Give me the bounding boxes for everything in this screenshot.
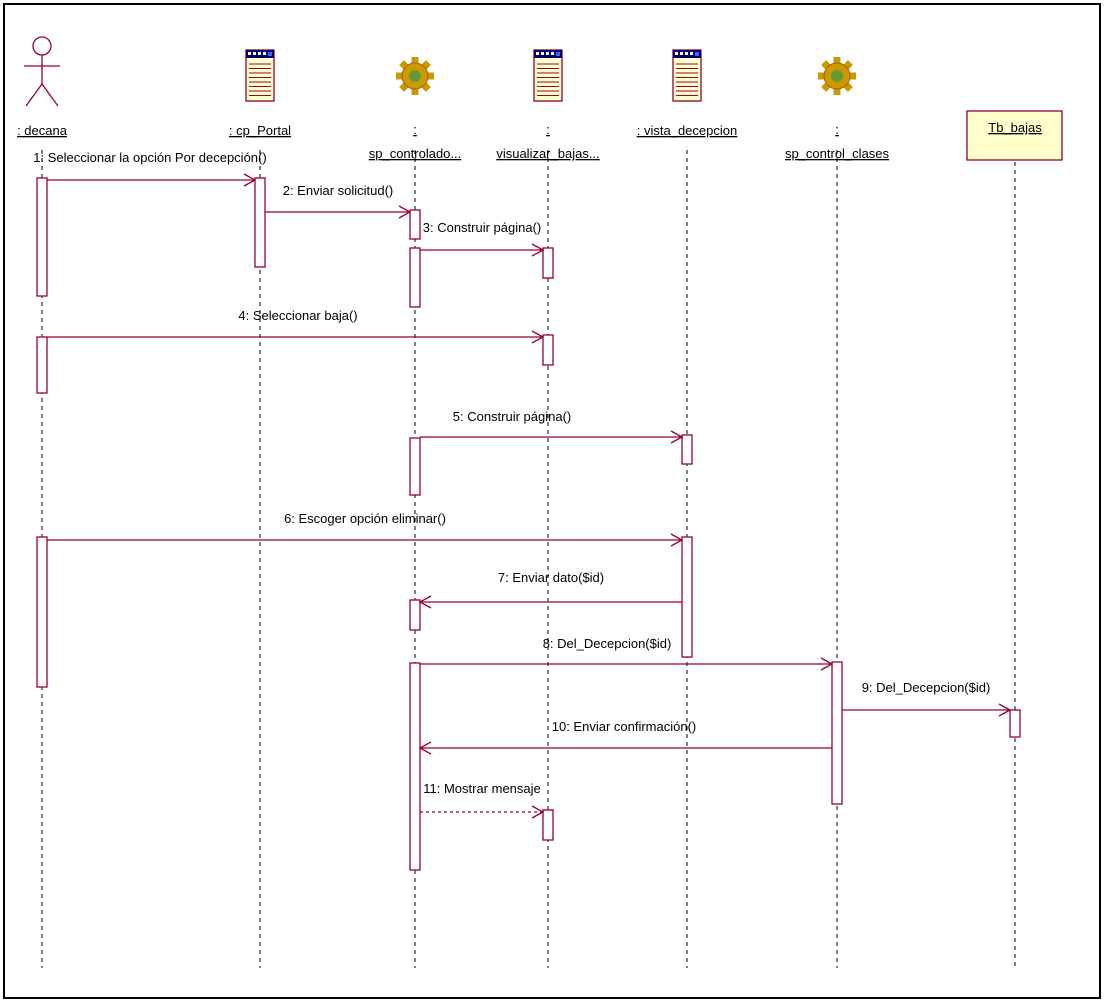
arrow-head	[531, 243, 545, 257]
message-7: 7: Enviar dato($id)	[418, 570, 682, 609]
activation-bar	[542, 334, 554, 366]
message-3: 3: Construir página()	[420, 220, 545, 257]
activation-bar	[254, 177, 266, 268]
gear-icon	[396, 57, 434, 95]
activation-bar	[681, 536, 693, 658]
activation-bar	[542, 247, 554, 279]
message-10: 10: Enviar confirmación()	[418, 719, 832, 755]
activation-bar	[409, 209, 421, 240]
message-label: 4: Seleccionar baja()	[238, 308, 357, 323]
message-1: 1: Seleccionar la opción Por decepción()	[33, 150, 267, 187]
arrow-head	[670, 430, 684, 444]
form-page-icon	[533, 49, 563, 102]
message-label: 5: Construir página()	[453, 409, 572, 424]
message-5: 5: Construir página()	[420, 409, 684, 444]
activation-bar	[36, 177, 48, 297]
message-label: 6: Escoger opción eliminar()	[284, 511, 446, 526]
message-label: 3: Construir página()	[423, 220, 542, 235]
arrow-head	[670, 533, 684, 547]
message-label: 9: Del_Decepcion($id)	[862, 680, 991, 695]
arrow-head	[998, 703, 1012, 717]
participant-name-prefix: :	[413, 122, 417, 137]
message-label: 1: Seleccionar la opción Por decepción()	[33, 150, 266, 165]
message-label: 8: Del_Decepcion($id)	[543, 636, 672, 651]
actor-icon	[24, 36, 60, 107]
participant-name: : cp_Portal	[229, 123, 291, 138]
activation-bar	[409, 662, 421, 871]
message-label: 7: Enviar dato($id)	[498, 570, 604, 585]
participant-name-prefix: :	[546, 122, 550, 137]
message-label: 2: Enviar solicitud()	[283, 183, 394, 198]
message-label: 10: Enviar confirmación()	[552, 719, 697, 734]
entity-box	[966, 110, 1063, 161]
message-9: 9: Del_Decepcion($id)	[842, 680, 1012, 717]
message-label: 11: Mostrar mensaje	[423, 781, 541, 796]
arrow-head	[418, 595, 432, 609]
activation-bar	[409, 599, 421, 631]
form-page-icon	[672, 49, 702, 102]
activation-bar	[681, 434, 693, 465]
message-11: 11: Mostrar mensaje	[420, 781, 545, 819]
form-page-icon	[245, 49, 275, 102]
message-8: 8: Del_Decepcion($id)	[420, 636, 834, 671]
diagram-frame: : decana: cp_Portal:sp_controlado...:vis…	[3, 3, 1101, 999]
activation-bar	[1009, 709, 1021, 738]
message-2: 2: Enviar solicitud()	[265, 183, 412, 219]
arrow-head	[531, 330, 545, 344]
message-4: 4: Seleccionar baja()	[47, 308, 545, 344]
gear-icon	[818, 57, 856, 95]
arrow-head	[531, 805, 545, 819]
participant-name: : decana	[17, 123, 68, 138]
sequence-diagram: : decana: cp_Portal:sp_controlado...:vis…	[17, 36, 1063, 968]
activation-bar	[409, 247, 421, 308]
arrow-head	[418, 741, 432, 755]
activation-bar	[409, 437, 421, 496]
participant-name: Tb_bajas	[988, 120, 1042, 135]
activation-bar	[36, 536, 48, 688]
activation-bar	[831, 661, 843, 805]
message-6: 6: Escoger opción eliminar()	[47, 511, 684, 547]
activation-bar	[36, 336, 48, 394]
arrow-head	[820, 657, 834, 671]
arrow-head	[398, 205, 412, 219]
participant-name-prefix: :	[835, 122, 839, 137]
participant-name: : vista_decepcion	[637, 123, 737, 138]
activation-bar	[542, 809, 554, 841]
arrow-head	[243, 173, 257, 187]
